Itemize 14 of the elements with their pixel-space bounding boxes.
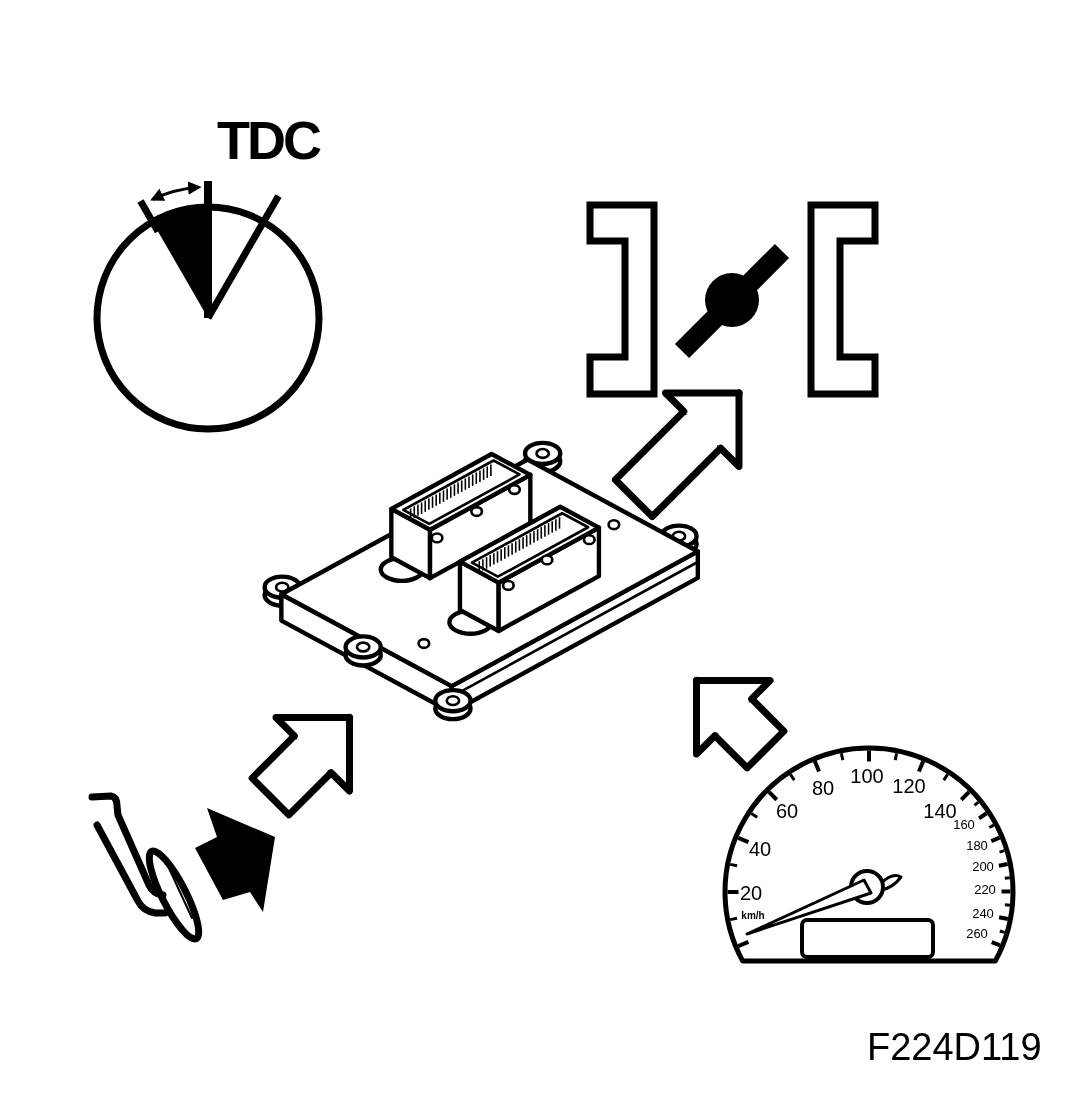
unit-label: km/h xyxy=(741,911,765,921)
figure-code: F224D119 xyxy=(867,1028,1042,1066)
scale-number: 60 xyxy=(775,801,799,821)
tdc-label: TDC xyxy=(217,113,319,167)
scale-number: 120 xyxy=(892,776,926,796)
scale-number: 200 xyxy=(972,859,994,873)
scale-number: 240 xyxy=(972,906,994,920)
scale-number: 220 xyxy=(974,882,996,896)
scale-number: 180 xyxy=(966,838,988,852)
scale-number: 260 xyxy=(966,926,988,940)
scale-number: 100 xyxy=(850,766,884,786)
scale-number: 20 xyxy=(739,883,763,903)
scale-number: 80 xyxy=(811,778,835,798)
scale-number: 40 xyxy=(748,839,772,859)
